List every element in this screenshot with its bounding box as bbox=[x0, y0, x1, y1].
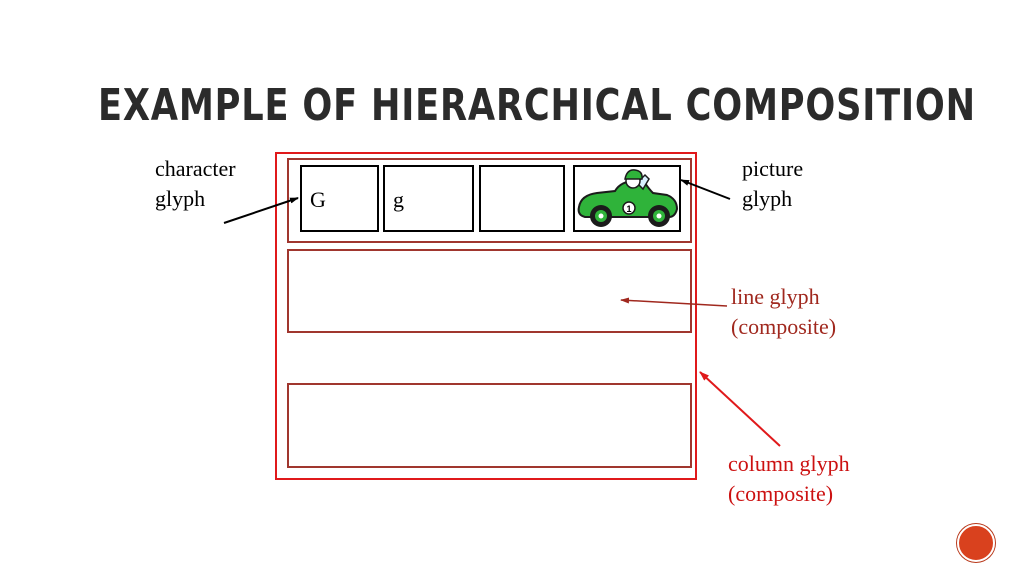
slide-title: Example of Hierarchical Composition bbox=[98, 80, 976, 131]
glyph-uppercase-g: G bbox=[310, 187, 326, 212]
column-glyph-arrow bbox=[699, 371, 781, 447]
glyph-box-empty bbox=[479, 165, 565, 232]
character-glyph-label-line2: glyph bbox=[155, 186, 206, 211]
line-glyph-box-2 bbox=[287, 249, 692, 333]
glyph-box-picture: 1 bbox=[573, 165, 681, 232]
line-glyph-label: line glyph (composite) bbox=[731, 282, 836, 342]
column-glyph-label: column glyph (composite) bbox=[728, 449, 850, 509]
line-glyph-label-line1: line glyph bbox=[731, 284, 820, 309]
race-car-icon: 1 bbox=[577, 169, 679, 227]
character-glyph-label-line1: character bbox=[155, 156, 236, 181]
column-glyph-label-line2: (composite) bbox=[728, 481, 834, 506]
glyph-box-lowercase: g bbox=[383, 165, 474, 232]
line-glyph-label-line2: (composite) bbox=[731, 314, 837, 339]
slide-nav-button-icon[interactable] bbox=[957, 524, 995, 562]
picture-glyph-label-line1: picture bbox=[742, 156, 804, 181]
column-glyph-label-line1: column glyph bbox=[728, 451, 850, 476]
picture-glyph-label: picture glyph bbox=[742, 154, 803, 214]
svg-text:1: 1 bbox=[626, 204, 631, 214]
character-glyph-label: character glyph bbox=[155, 154, 236, 214]
column-glyph-box bbox=[275, 152, 697, 480]
glyph-lowercase-g: g bbox=[393, 187, 404, 212]
picture-glyph-label-line2: glyph bbox=[742, 186, 793, 211]
line-glyph-box-3 bbox=[287, 383, 692, 468]
glyph-box-uppercase: G bbox=[300, 165, 379, 232]
